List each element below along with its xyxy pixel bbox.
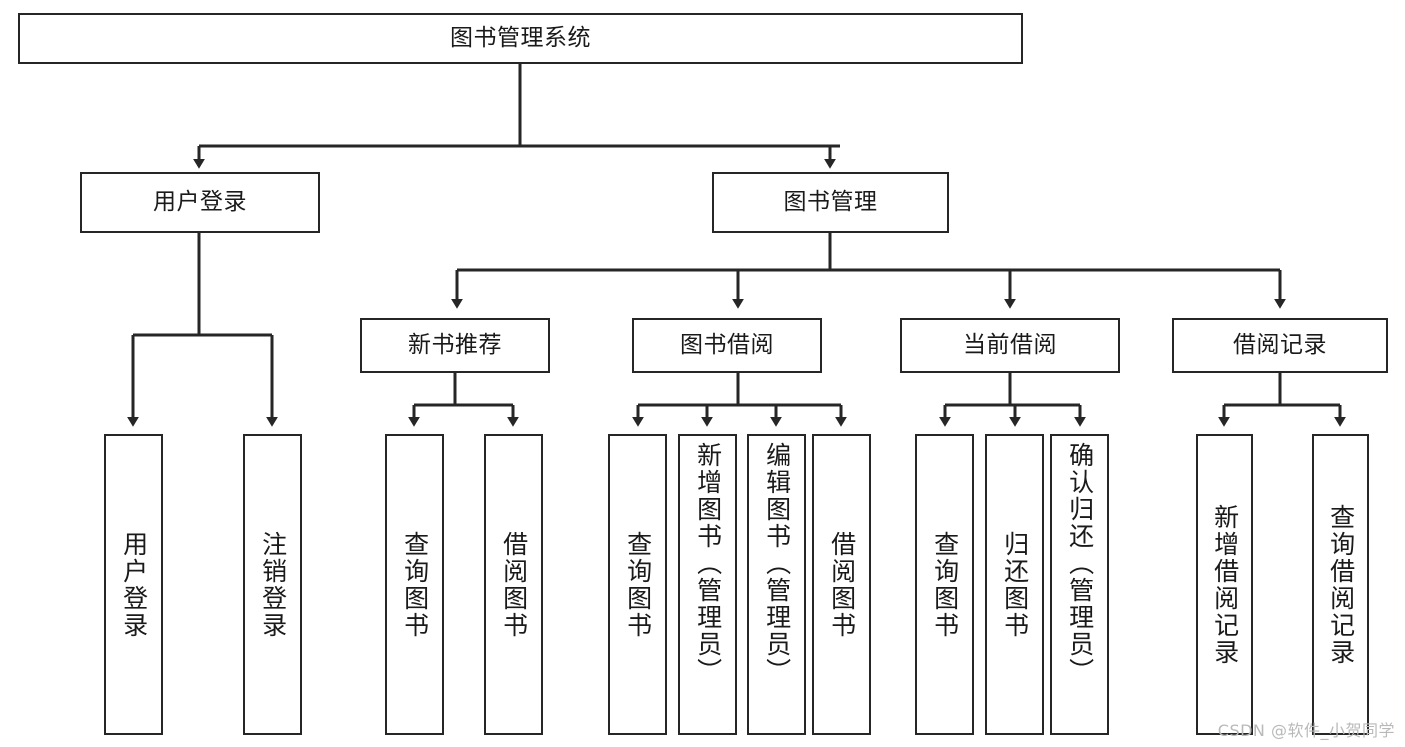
leaf-return-book[interactable]: 归还图书	[985, 434, 1044, 735]
leaf-label: 归还图书	[1000, 530, 1030, 639]
leaf-user-login[interactable]: 用户登录	[104, 434, 163, 735]
leaf-confirm-return-admin[interactable]: 确认归还（管理员）	[1050, 434, 1109, 735]
node-label: 图书管理	[783, 188, 878, 215]
node-user-login[interactable]: 用户登录	[80, 172, 320, 233]
leaf-logout[interactable]: 注销登录	[243, 434, 302, 735]
node-borrow-record[interactable]: 借阅记录	[1172, 318, 1388, 373]
node-current-borrow[interactable]: 当前借阅	[900, 318, 1120, 373]
leaf-label: 新增图书（管理员）	[693, 442, 723, 685]
leaf-edit-book-admin[interactable]: 编辑图书（管理员）	[747, 434, 806, 735]
leaf-query-book-borrow[interactable]: 查询图书	[608, 434, 667, 735]
leaf-borrow-book-recommend[interactable]: 借阅图书	[484, 434, 543, 735]
leaf-add-borrow-record[interactable]: 新增借阅记录	[1196, 434, 1253, 735]
node-label: 当前借阅	[963, 331, 1057, 358]
leaf-label: 借阅图书	[499, 530, 529, 639]
leaf-label: 注销登录	[258, 530, 288, 639]
leaf-label: 确认归还（管理员）	[1065, 442, 1095, 685]
watermark: CSDN @软件_小贺同学	[1217, 721, 1395, 740]
node-label: 图书管理系统	[450, 24, 591, 51]
node-new-book-recommend[interactable]: 新书推荐	[360, 318, 550, 373]
leaf-query-book-current[interactable]: 查询图书	[915, 434, 974, 735]
leaf-label: 用户登录	[119, 530, 149, 639]
leaf-label: 借阅图书	[827, 530, 857, 639]
leaf-query-book-recommend[interactable]: 查询图书	[385, 434, 444, 735]
leaf-label: 编辑图书（管理员）	[762, 442, 792, 685]
node-label: 用户登录	[153, 188, 247, 215]
leaf-label: 查询图书	[623, 530, 653, 639]
node-book-management[interactable]: 图书管理	[712, 172, 949, 233]
node-label: 借阅记录	[1233, 331, 1327, 358]
node-root-book-management-system[interactable]: 图书管理系统	[18, 13, 1023, 64]
leaf-label: 查询借阅记录	[1326, 503, 1356, 666]
node-label: 图书借阅	[680, 331, 774, 358]
node-book-borrow[interactable]: 图书借阅	[632, 318, 822, 373]
node-label: 新书推荐	[408, 331, 502, 358]
leaf-label: 查询图书	[400, 530, 430, 639]
leaf-label: 查询图书	[930, 530, 960, 639]
leaf-query-borrow-record[interactable]: 查询借阅记录	[1312, 434, 1369, 735]
leaf-borrow-book[interactable]: 借阅图书	[812, 434, 871, 735]
leaf-add-book-admin[interactable]: 新增图书（管理员）	[678, 434, 737, 735]
leaf-label: 新增借阅记录	[1210, 503, 1240, 666]
